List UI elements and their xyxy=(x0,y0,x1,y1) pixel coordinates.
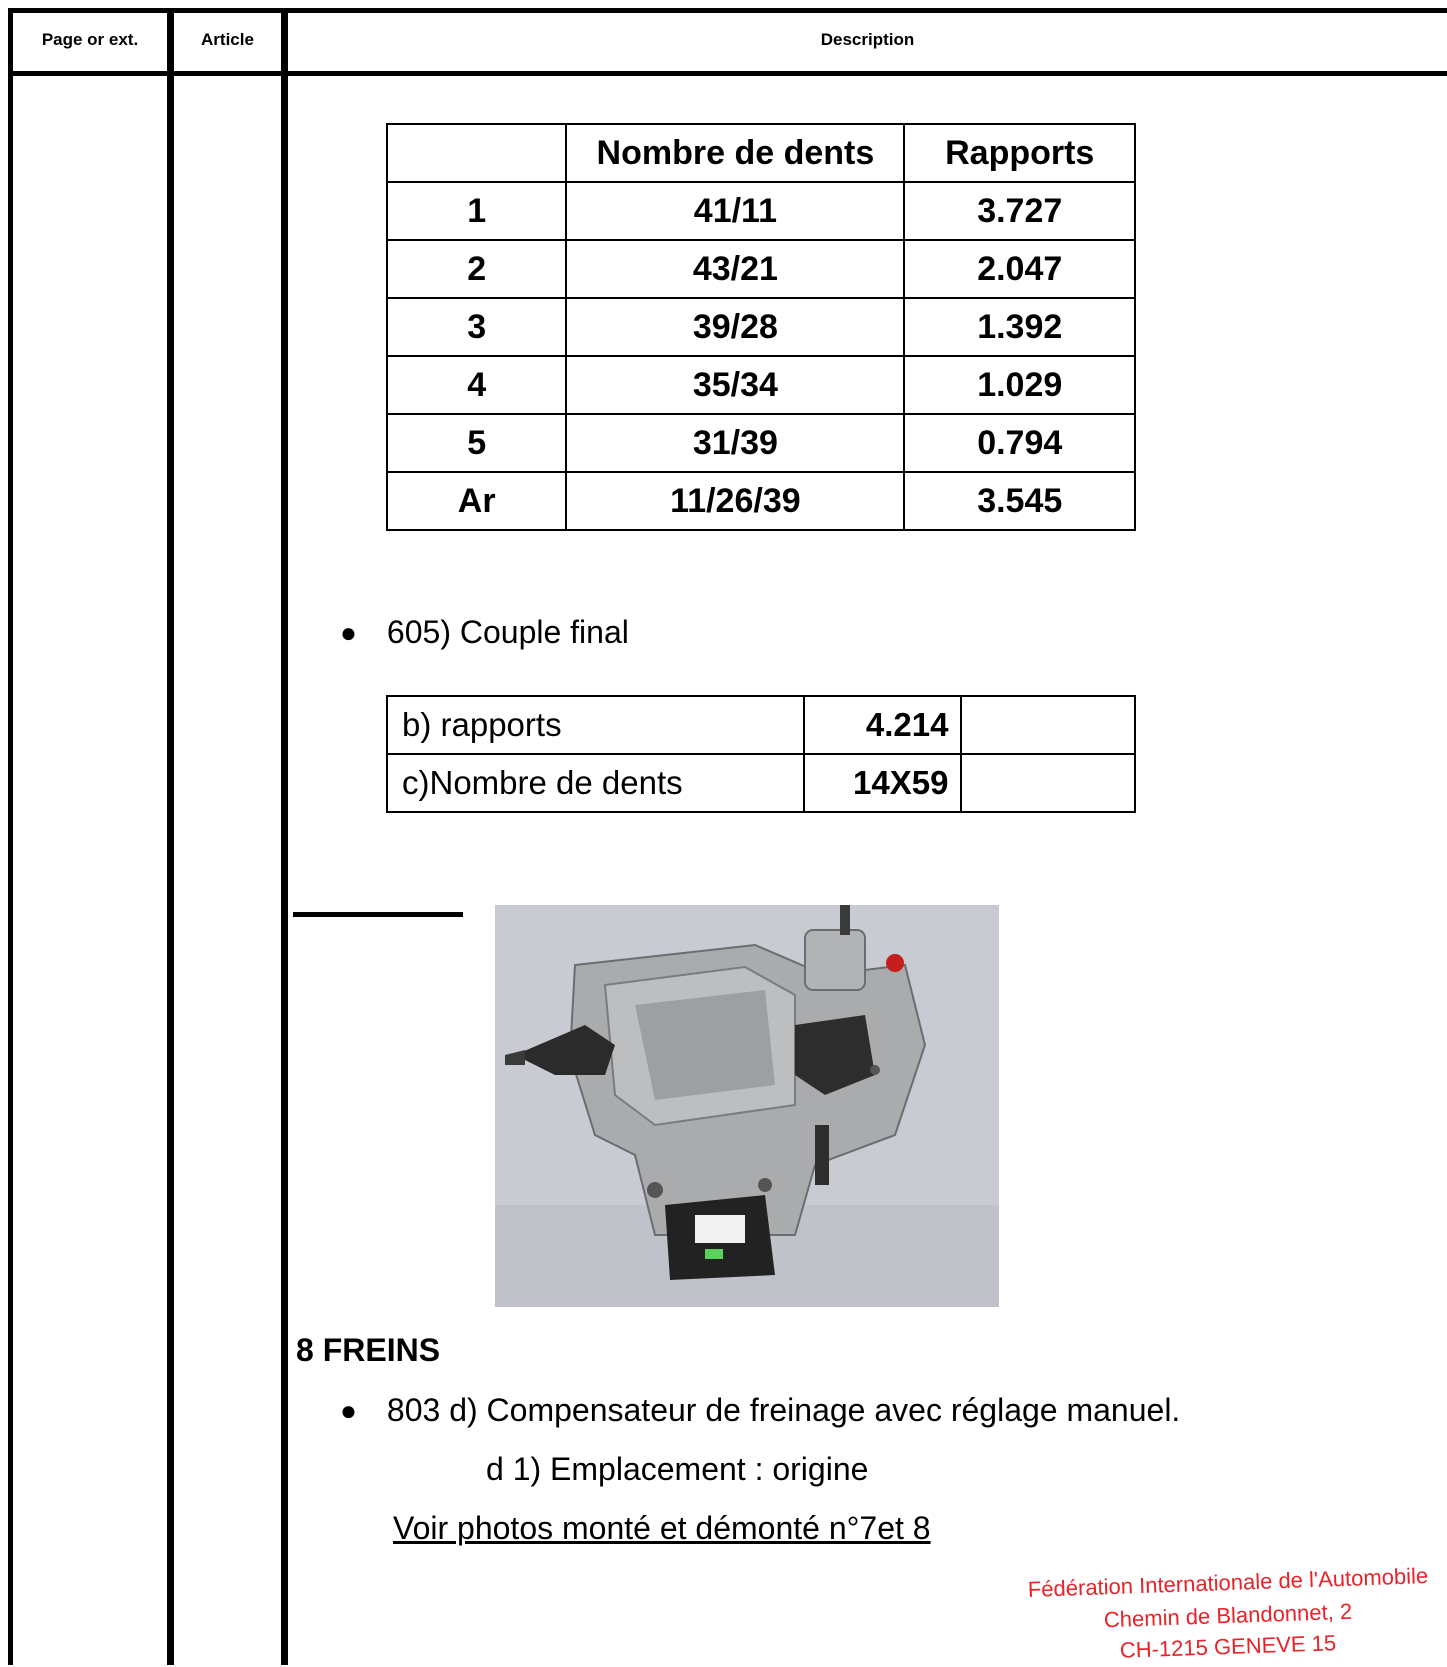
table-row: 1 41/11 3.727 xyxy=(385,181,1136,241)
header-page-or-ext: Page or ext. xyxy=(41,30,139,49)
frame-left-border xyxy=(8,8,13,1665)
photos-reference-text: Voir photos monté et démonté n°7et 8 xyxy=(393,1510,931,1546)
label-cell: c)Nombre de dents xyxy=(386,753,805,813)
gear-ratio-table: Nombre de dents Rapports 1 41/11 3.727 2… xyxy=(385,123,1136,531)
teeth-cell: 35/34 xyxy=(565,355,906,415)
item-d1: d 1) Emplacement : origine xyxy=(486,1451,868,1488)
ratio-cell: 1.029 xyxy=(903,355,1136,415)
separator-rule xyxy=(293,912,463,917)
table-row: b) rapports 4.214 xyxy=(386,695,1136,755)
gear-cell: 2 xyxy=(385,239,568,299)
table-row: c)Nombre de dents 14X59 xyxy=(386,753,1136,813)
value-cell: 14X59 xyxy=(802,753,963,813)
final-drive-table: b) rapports 4.214 c)Nombre de dents 14X5… xyxy=(386,695,1136,813)
item-605-text: 605) Couple final xyxy=(386,614,629,650)
item-605: ● 605) Couple final xyxy=(340,614,629,651)
table-row: 4 35/34 1.029 xyxy=(385,355,1136,415)
header-article: Article xyxy=(201,30,254,49)
header-bottom-border xyxy=(8,71,1447,76)
column-divider-1 xyxy=(167,8,174,1665)
ratio-cell: 1.392 xyxy=(903,297,1136,357)
teeth-cell: 31/39 xyxy=(565,413,906,473)
bullet-icon: ● xyxy=(340,1394,357,1426)
item-803: ● 803 d) Compensateur de freinage avec r… xyxy=(340,1392,1180,1429)
item-803-text: 803 d) Compensateur de freinage avec rég… xyxy=(386,1392,1181,1428)
header-description: Description xyxy=(820,30,915,49)
gearbox-photo xyxy=(495,905,999,1307)
photos-reference: Voir photos monté et démonté n°7et 8 xyxy=(393,1510,931,1547)
gear-cell: 5 xyxy=(385,413,568,473)
ratio-cell: 0.794 xyxy=(903,413,1136,473)
ratio-cell: 3.727 xyxy=(903,181,1136,241)
bullet-icon: ● xyxy=(340,616,357,648)
empty-cell xyxy=(960,753,1136,813)
item-d1-text: d 1) Emplacement : origine xyxy=(486,1451,869,1487)
gearbox-illustration xyxy=(495,905,999,1307)
teeth-cell: 11/26/39 xyxy=(565,471,906,531)
teeth-cell: 41/11 xyxy=(565,181,906,241)
gear-cell: Ar xyxy=(385,471,568,531)
table-header-cell: Rapports xyxy=(903,123,1136,183)
section-title-freins: 8 FREINS xyxy=(296,1332,441,1368)
table-row: Nombre de dents Rapports xyxy=(385,123,1136,183)
table-header-cell: Nombre de dents xyxy=(565,123,906,183)
label-cell: b) rapports xyxy=(386,695,805,755)
gear-cell: 1 xyxy=(385,181,568,241)
table-row: 3 39/28 1.392 xyxy=(385,297,1136,357)
gear-cell: 4 xyxy=(385,355,568,415)
table-row: 5 31/39 0.794 xyxy=(385,413,1136,473)
empty-cell xyxy=(960,695,1136,755)
teeth-cell: 39/28 xyxy=(565,297,906,357)
table-header-cell xyxy=(385,123,568,183)
table-row: 2 43/21 2.047 xyxy=(385,239,1136,299)
ratio-cell: 3.545 xyxy=(903,471,1136,531)
table-row: Ar 11/26/39 3.545 xyxy=(385,471,1136,531)
ratio-cell: 2.047 xyxy=(903,239,1136,299)
teeth-cell: 43/21 xyxy=(565,239,906,299)
column-divider-2 xyxy=(281,8,288,1665)
gear-cell: 3 xyxy=(385,297,568,357)
frame-top-border xyxy=(8,8,1447,13)
value-cell: 4.214 xyxy=(802,695,963,755)
